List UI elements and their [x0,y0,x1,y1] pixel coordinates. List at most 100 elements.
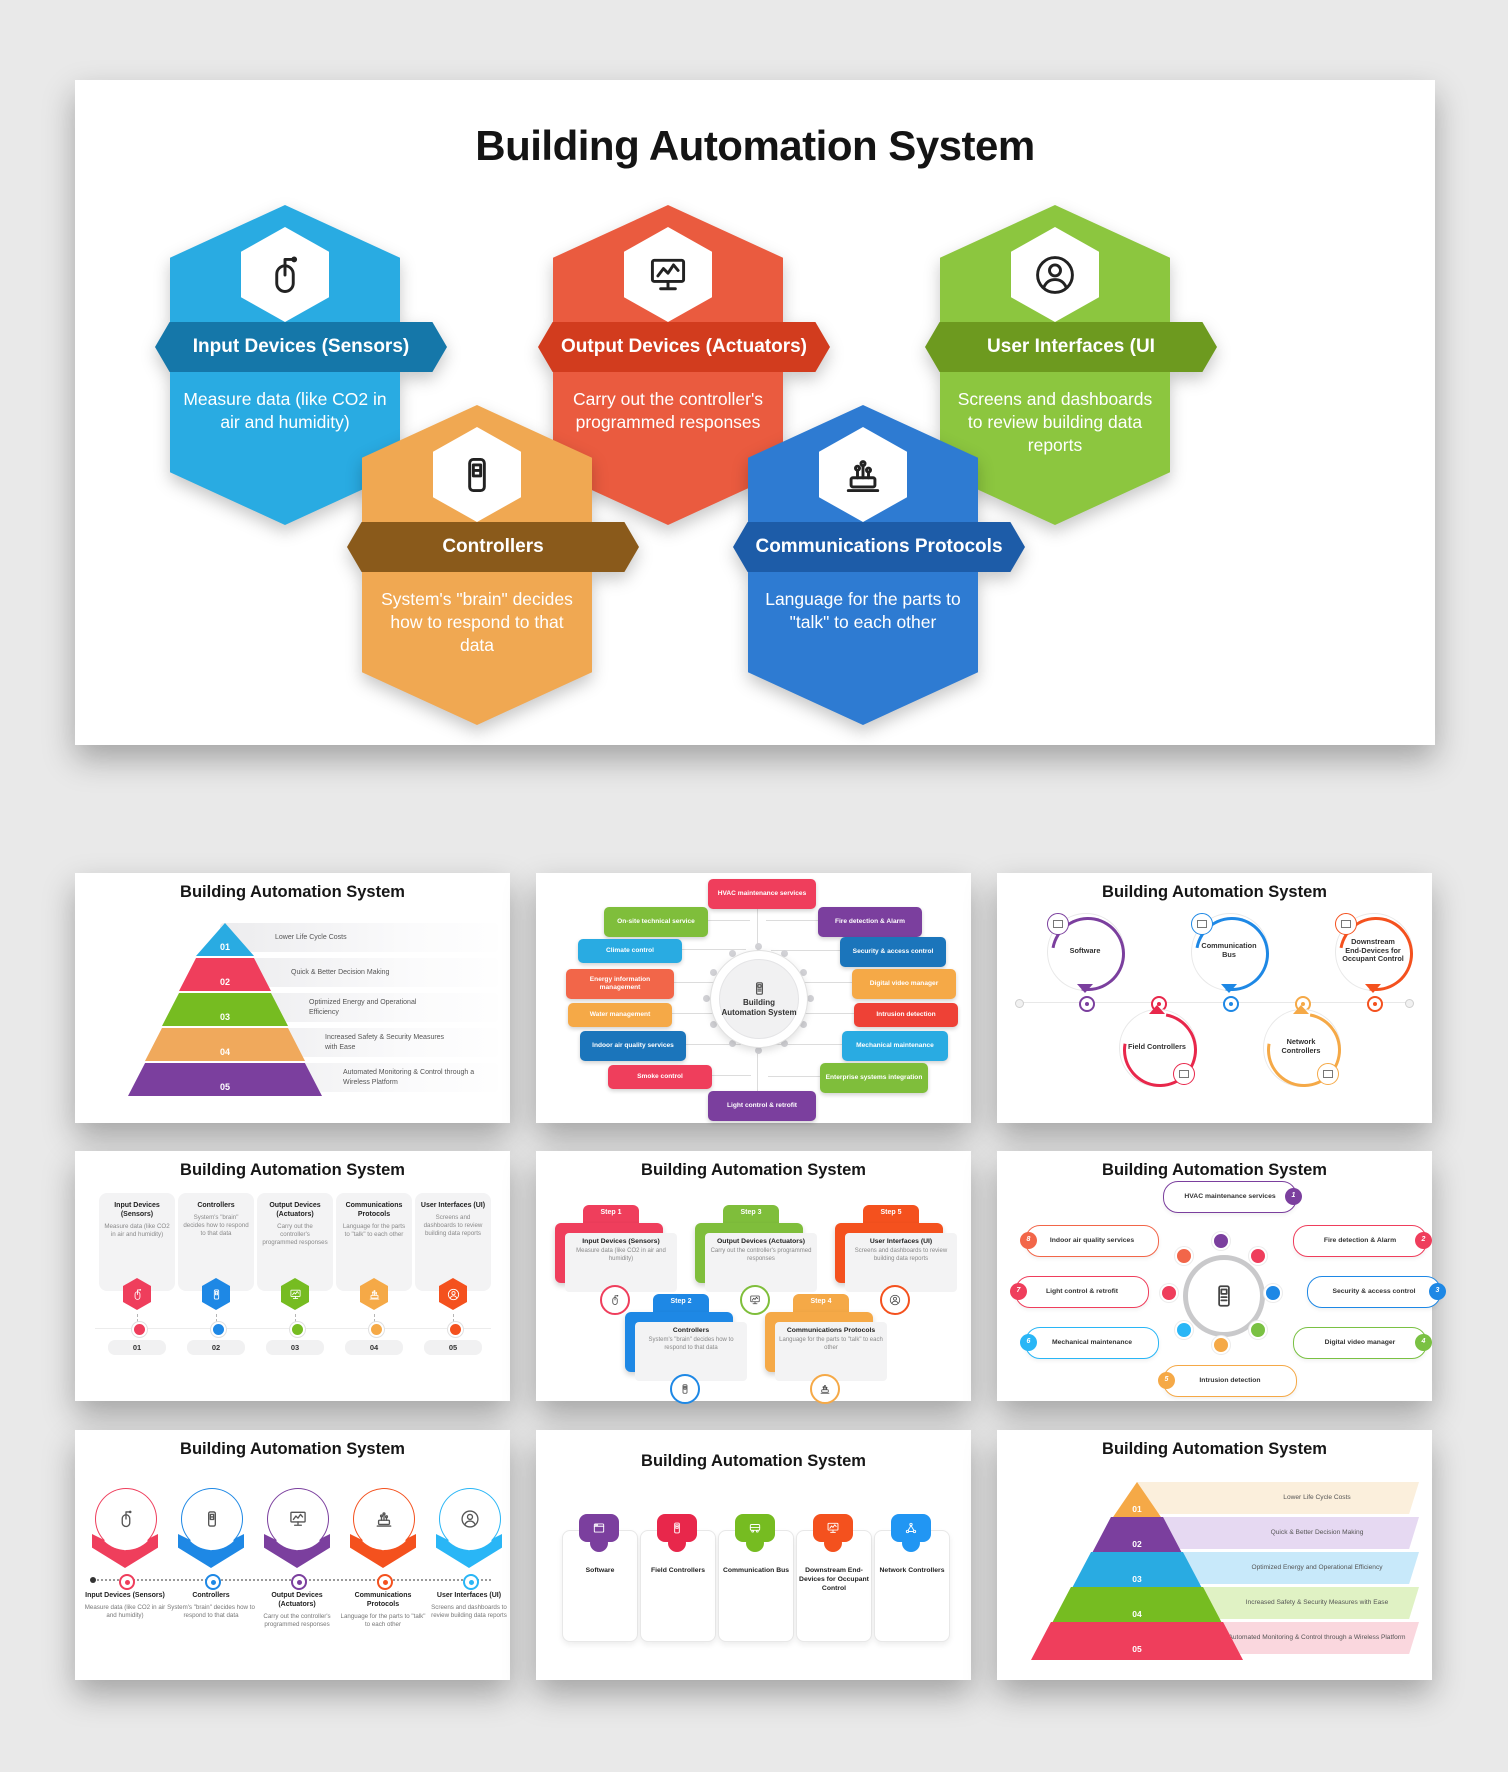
item-name: User Interfaces (UI) [436,1592,502,1599]
user-icon [1033,253,1077,297]
radial-item-label: Smoke control [637,1072,683,1080]
pill-number: 2 [1415,1232,1432,1249]
timeline-dot [291,1574,307,1590]
card-title: Controllers [197,1202,235,1209]
step-body: Input Devices (Sensors)Measure data (lik… [565,1233,677,1292]
start-dot [90,1577,96,1583]
radial-item: Smoke control [608,1065,712,1089]
timeline-dot [447,1322,463,1337]
pill-number: 3 [1429,1283,1446,1300]
slide-title: Building Automation System [180,1161,405,1179]
user-icon [439,1278,467,1310]
step-desc: System's "brain" decides how to respond … [648,1337,734,1352]
item-desc: Measure data (like CO2 in air and humidi… [84,1603,166,1619]
dot [124,1579,130,1585]
pointer-triangle [1293,1005,1309,1014]
hex-banner: Input Devices (Sensors) [155,322,447,372]
radial-item: Energy information management [566,969,674,999]
ring-dot [780,1039,788,1047]
pill-label: Security & access control [1332,1287,1416,1295]
slide-thumbnail-banded-pyramid[interactable]: Building Automation System 01 02 03 04 0… [997,1430,1432,1680]
pyramid-band [1137,1517,1419,1549]
radial-item: Water management [568,1003,672,1027]
radial-item: Light control & retrofit [708,1091,816,1121]
hex-title: User Interfaces (UI [987,336,1155,358]
timeline-dot [119,1574,135,1590]
slide-thumbnail-numbered-radial[interactable]: Building Automation System HVAC maintena… [997,1151,1446,1401]
process-circle-communication-bus: Communication Bus [1180,902,1284,1006]
item-desc: Carry out the controller's programmed re… [263,1612,331,1628]
controller-icon [202,1278,230,1310]
badge-icon [1173,1063,1195,1085]
level-label: Increased Safety & Security Measures wit… [1245,1598,1389,1606]
slide-thumbnail-radial[interactable]: Building Automation System HVAC maintena… [536,873,971,1123]
radial-item-label: HVAC maintenance services [717,889,807,897]
level-label: Quick & Better Decision Making [291,968,390,976]
slide-title: Building Automation System [641,1161,866,1179]
level-label: Quick & Better Decision Making [1270,1528,1364,1536]
step-desc: Language for the parts to "talk" to each… [779,1337,883,1352]
component-label: Communication Bus [722,1567,790,1574]
card-title: Output Devices (Actuators) [269,1202,321,1218]
level-label: Automated Monitoring & Control through a… [343,1069,475,1086]
hex-item-user-interfaces: User Interfaces (UI Screens and dashboar… [925,205,1217,525]
card-title: User Interfaces (UI) [420,1202,486,1209]
connector-line [678,1044,741,1045]
user-icon [439,1488,501,1550]
radial-item-label: Light control & retrofit [727,1101,797,1109]
pyramid-level: 05 [128,1063,322,1096]
slide-thumbnail-five-cards[interactable]: Building Automation System Input Devices… [75,1151,510,1401]
radial-item-label: Intrusion detection [876,1010,936,1018]
slide-thumbnail-five-boxes[interactable]: Building Automation System Software Fiel… [536,1430,971,1680]
timeline-dot [463,1574,479,1590]
radial-item: Mechanical maintenance [842,1031,948,1061]
slide-title: Building Automation System [1102,1440,1327,1458]
slide-thumbnail-timeline[interactable]: Building Automation System Input Devices… [75,1430,510,1680]
timeline-dot [368,1322,384,1337]
connector-line [771,950,840,951]
radial-item-label: Fire detection & Alarm [834,917,906,925]
step-unit: Step 3 Output Devices (Actuators)Carry o… [695,1205,817,1315]
radial-item-label: Climate control [606,946,654,954]
level-number: 02 [1132,1539,1142,1549]
mouse-icon [123,1278,151,1310]
controller-icon [181,1488,243,1550]
center-circle: Building Automation System [710,950,808,1048]
slide-thumbnail-pyramid[interactable]: Building Automation System 01 02 03 04 0… [75,873,510,1123]
dot [1373,1002,1377,1006]
user-icon [880,1285,910,1315]
monitor-chart-icon [267,1488,329,1550]
window-icon [1053,920,1063,928]
main-slide[interactable]: Building Automation System Input Devices… [75,80,1435,745]
dot [1301,1002,1305,1006]
card-desc: Screens and dashboards to review buildin… [423,1213,483,1237]
circle-label: Field Controllers [1128,1041,1186,1051]
pill-number: 5 [1158,1372,1175,1389]
slide-thumbnail-steps[interactable]: Building Automation System Step 1 Input … [536,1151,971,1404]
level-label: Increased Safety & Security Measures wit… [325,1034,445,1051]
hex-banner: Communications Protocols [733,522,1025,572]
hex-item-communications-protocols: Communications Protocols Language for th… [733,405,1025,725]
timeline-dot [377,1574,393,1590]
iot-icon [841,453,885,497]
connector-line [704,1075,751,1076]
card-desc: Carry out the controller's programmed re… [262,1222,328,1246]
timeline-dot [210,1322,226,1337]
pyramid-level: 05 [1031,1622,1243,1660]
pyramid-band [1137,1482,1419,1514]
card-desc: Language for the parts to "talk" to each… [342,1222,406,1238]
connector-line [700,920,750,921]
dot [210,1579,216,1585]
timeline-dot [1223,996,1239,1012]
ring-dot [754,942,762,950]
circle-label: Network Controllers [1281,1037,1321,1055]
level-label: Lower Life Cycle Costs [1283,1493,1351,1501]
slide-thumbnail-process-circles[interactable]: Building Automation System Software Comm… [997,873,1432,1123]
step-unit: Step 1 Input Devices (Sensors)Measure da… [555,1205,677,1315]
circle-label: Communication Bus [1201,941,1257,959]
